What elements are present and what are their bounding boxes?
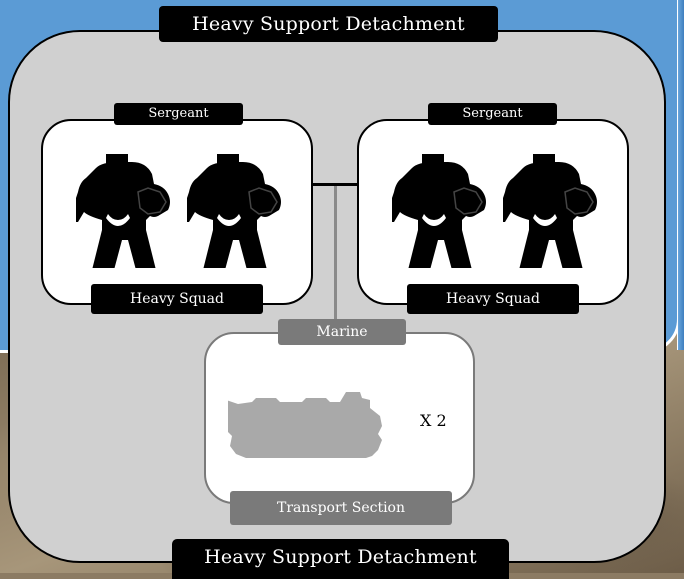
squad-connector-line: [313, 183, 357, 186]
detachment-title-top: Heavy Support Detachment: [159, 6, 498, 42]
transport-header-label: Marine: [278, 319, 406, 345]
detachment-title-bottom: Heavy Support Detachment: [172, 539, 509, 579]
transport-name-label: Transport Section: [230, 491, 452, 525]
transport-count: X 2: [420, 411, 447, 430]
squad-name-left: Heavy Squad: [91, 284, 263, 314]
tank-silhouette-icon: [228, 392, 382, 458]
transport-connector-line: [334, 186, 337, 319]
scrollbar-edge: [677, 0, 684, 350]
space-marine-silhouette-icon: [392, 154, 486, 268]
sergeant-label-left: Sergeant: [114, 103, 243, 125]
sergeant-label-right: Sergeant: [428, 103, 557, 125]
space-marine-silhouette-icon: [76, 154, 170, 268]
space-marine-silhouette-icon: [503, 154, 597, 268]
squad-name-right: Heavy Squad: [407, 284, 579, 314]
space-marine-silhouette-icon: [187, 154, 281, 268]
